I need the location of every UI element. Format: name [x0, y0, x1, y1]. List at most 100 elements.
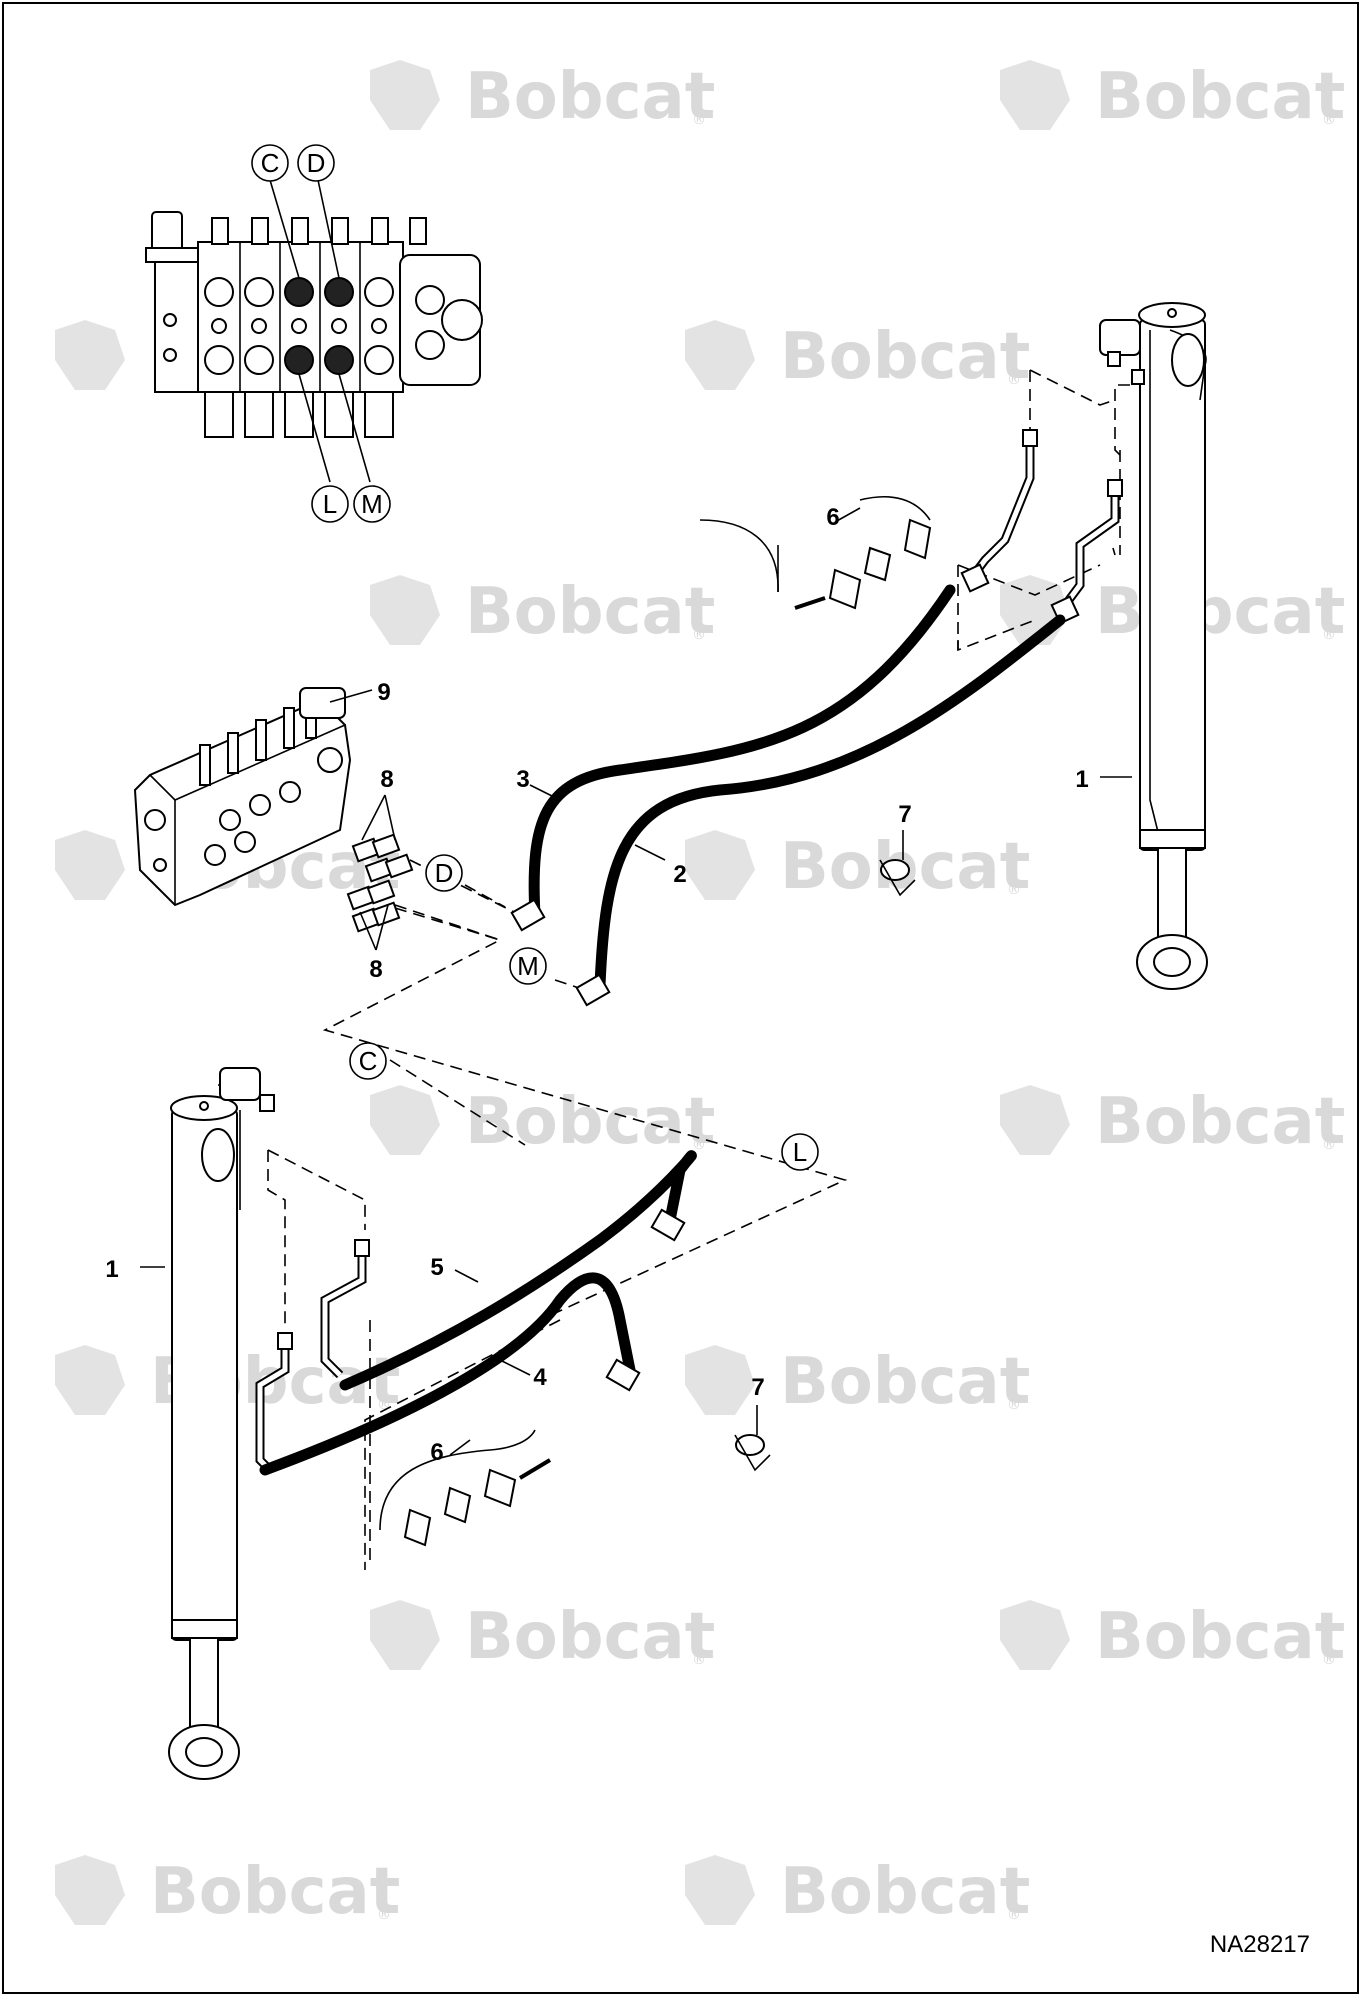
- watermark-1: Bobcat ®: [370, 60, 715, 134]
- hose-5: [339, 1150, 697, 1391]
- cylinder-left-barrel: [171, 1109, 238, 1641]
- bobcat-logo-icon: [685, 1345, 755, 1415]
- callout-leaders: [140, 507, 1132, 1456]
- clamp-upper: [879, 859, 916, 897]
- port-callout-d-route: D: [425, 854, 463, 892]
- callout-fittings-lower: 8: [369, 956, 382, 983]
- port-callout-l-route: L: [781, 1133, 819, 1171]
- callout-hose-4: 4: [533, 1364, 547, 1391]
- clamp-kit-upper: [699, 496, 932, 610]
- bobcat-logo-icon: [370, 60, 440, 130]
- watermark-layer: Bobcat ® Bobcat ® Bobcat ® Bobcat ® Bobc…: [55, 60, 1345, 1929]
- cylinder-right-tube: [1149, 330, 1161, 841]
- callout-hose-5: 5: [430, 1254, 443, 1281]
- bobcat-logo-icon: [685, 1855, 755, 1925]
- fittings-set: [346, 833, 414, 933]
- callout-clamp-lower: 7: [751, 1374, 764, 1401]
- callout-hose-2: 2: [673, 861, 686, 888]
- route-m: [394, 904, 501, 941]
- valve-end-block: [154, 261, 201, 393]
- watermark-text: Bobcat: [465, 1085, 715, 1159]
- port-callout-c-route: C: [349, 1042, 387, 1080]
- port-callout-m-top: M: [353, 485, 391, 523]
- clamp-lower: [734, 1434, 771, 1472]
- watermark-text: Bobcat: [465, 60, 715, 134]
- valve-iso-view: [133, 687, 352, 907]
- watermark-text: Bobcat: [1095, 60, 1345, 134]
- callout-fittings-upper: 8: [380, 766, 393, 793]
- callout-cylinder-left: 1: [105, 1256, 118, 1283]
- hose-4: [259, 1272, 636, 1476]
- route-label-c: C: [359, 1046, 378, 1076]
- bobcat-logo-icon: [55, 320, 125, 390]
- fitting-upper-1: [351, 833, 401, 863]
- bobcat-logo-icon: [55, 1855, 125, 1925]
- watermark-3: [55, 320, 125, 390]
- fitting-lower-2: [351, 901, 401, 933]
- port-l-marker: [284, 345, 314, 375]
- bobcat-logo-icon: [685, 320, 755, 390]
- watermark-text: Bobcat: [465, 1600, 715, 1674]
- watermark-registered: ®: [1007, 1907, 1021, 1923]
- watermark-registered: ®: [692, 1652, 706, 1668]
- watermark-text: Bobcat: [465, 575, 715, 649]
- clamp-kit-lower: [379, 1429, 552, 1547]
- watermark-text: Bobcat: [780, 320, 1030, 394]
- callout-cylinder-right: 1: [1075, 766, 1088, 793]
- valve-solenoid: [151, 211, 183, 253]
- fitting-lower-1: [346, 879, 396, 911]
- cylinder-right-rod: [1157, 847, 1187, 949]
- route-label-m: M: [517, 951, 539, 981]
- bobcat-logo-icon: [1000, 1085, 1070, 1155]
- bobcat-logo-icon: [370, 1085, 440, 1155]
- port-label-c: C: [261, 148, 280, 178]
- cylinder-right: [1099, 302, 1208, 990]
- watermark-registered: ®: [692, 1137, 706, 1153]
- watermark-5: Bobcat ®: [370, 575, 715, 649]
- bobcat-logo-icon: [1000, 60, 1070, 130]
- port-callout-l-top: L: [311, 485, 349, 523]
- port-label-m: M: [361, 489, 383, 519]
- watermark-text: Bobcat: [1095, 1085, 1345, 1159]
- watermark-13: Bobcat ®: [370, 1600, 715, 1674]
- watermark-registered: ®: [1007, 1397, 1021, 1413]
- port-label-d: D: [307, 148, 326, 178]
- watermark-12: Bobcat ®: [685, 1345, 1030, 1419]
- watermark-9: Bobcat ®: [370, 1085, 715, 1159]
- valve-front-view: [145, 179, 483, 483]
- watermark-registered: ®: [1007, 882, 1021, 898]
- port-label-l: L: [323, 489, 337, 519]
- watermark-registered: ®: [1007, 372, 1021, 388]
- watermark-6: Bobcat ®: [1000, 575, 1345, 649]
- watermark-registered: ®: [1322, 1137, 1336, 1153]
- port-c-marker: [284, 277, 314, 307]
- watermark-text: Bobcat: [780, 1345, 1030, 1419]
- watermark-registered: ®: [1322, 627, 1336, 643]
- callout-clamp-kit-upper: 6: [826, 504, 839, 531]
- cylinder-left: [168, 1067, 275, 1780]
- route-label-d: D: [435, 858, 454, 888]
- watermark-registered: ®: [377, 1907, 391, 1923]
- callout-clamp-kit-lower: 6: [430, 1439, 443, 1466]
- bobcat-logo-icon: [55, 830, 125, 900]
- valve-spool-ends: [204, 391, 394, 438]
- watermark-text: Bobcat: [1095, 575, 1345, 649]
- port-callout-d-top: D: [297, 144, 335, 182]
- valve-ports: [204, 277, 394, 375]
- bobcat-logo-icon: [685, 830, 755, 900]
- watermark-registered: ®: [1322, 1652, 1336, 1668]
- hoses: [259, 584, 1066, 1476]
- port-m-marker: [324, 345, 354, 375]
- port-callout-m-route: M: [509, 947, 547, 985]
- port-callout-c-top: C: [251, 144, 289, 182]
- watermark-registered: ®: [692, 627, 706, 643]
- callout-valve: 9: [377, 679, 390, 706]
- valve-spool-caps: [211, 217, 427, 245]
- route-label-l: L: [793, 1137, 807, 1167]
- watermark-2: Bobcat ®: [1000, 60, 1345, 134]
- cylinder-left-rod: [189, 1637, 219, 1739]
- bracket-shape: [903, 518, 932, 560]
- bobcat-logo-icon: [370, 575, 440, 645]
- watermark-10: Bobcat ®: [1000, 1085, 1345, 1159]
